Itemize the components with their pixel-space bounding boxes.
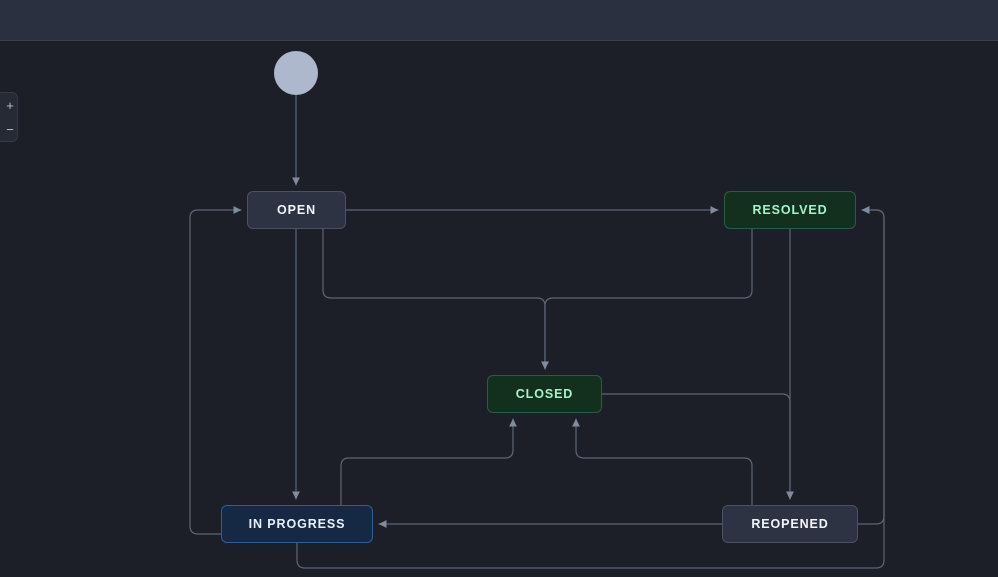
top-toolbar: [0, 0, 998, 41]
node-resolved-label: RESOLVED: [752, 203, 828, 217]
node-in-progress[interactable]: IN PROGRESS: [221, 505, 373, 543]
zoom-in-button[interactable]: +: [1, 93, 19, 117]
node-open[interactable]: OPEN: [247, 191, 346, 229]
node-open-label: OPEN: [276, 203, 317, 217]
node-start-circle[interactable]: [274, 51, 318, 95]
edge-in-progress-to-open: [189, 206, 242, 535]
edge-in-progress-to-resolved: [296, 206, 885, 569]
edge-closed-to-reopened: [601, 393, 794, 500]
node-resolved[interactable]: RESOLVED: [724, 191, 856, 229]
edge-reopened-to-resolved: [857, 206, 885, 525]
diagram-edges-layer: [189, 94, 885, 569]
edge-in-progress-to-closed: [340, 418, 517, 506]
edge-resolved-to-closed: [541, 228, 753, 370]
node-closed-label: CLOSED: [515, 387, 574, 401]
node-in-progress-label: IN PROGRESS: [248, 517, 346, 531]
node-reopened[interactable]: REOPENED: [722, 505, 858, 543]
edge-open-to-closed: [322, 228, 549, 370]
node-closed[interactable]: CLOSED: [487, 375, 602, 413]
edge-reopened-to-closed: [572, 418, 753, 467]
diagram-canvas[interactable]: + − OPEN RESOLVED CLOSED IN PROGRESS REO…: [0, 42, 998, 577]
node-reopened-label: REOPENED: [751, 517, 829, 531]
zoom-controls[interactable]: + −: [0, 92, 18, 142]
zoom-out-button[interactable]: −: [1, 117, 19, 141]
